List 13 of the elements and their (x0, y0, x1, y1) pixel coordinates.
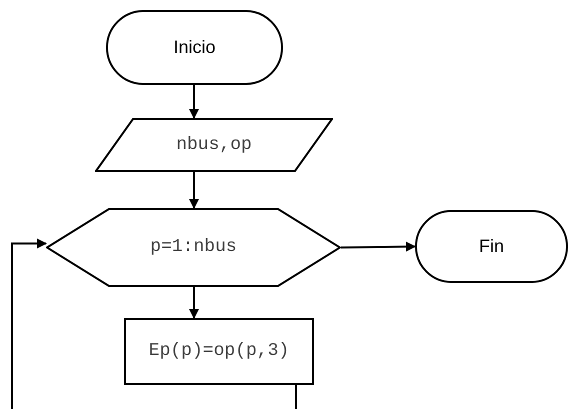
node-label: Fin (478, 235, 504, 258)
arrow (340, 242, 416, 252)
node-label: Inicio (173, 36, 216, 59)
arrow (189, 85, 199, 119)
input-parallelogram (95, 118, 333, 172)
process-box (124, 318, 314, 385)
node-label: Ep(p)=op(p,3) (148, 340, 290, 363)
loop-hexagon (46, 208, 341, 287)
node-label: nbus,op (176, 134, 252, 156)
arrow (189, 287, 199, 319)
node-label: p=1:nbus (150, 236, 237, 259)
arrow (189, 172, 199, 209)
arrow (11, 238, 47, 409)
